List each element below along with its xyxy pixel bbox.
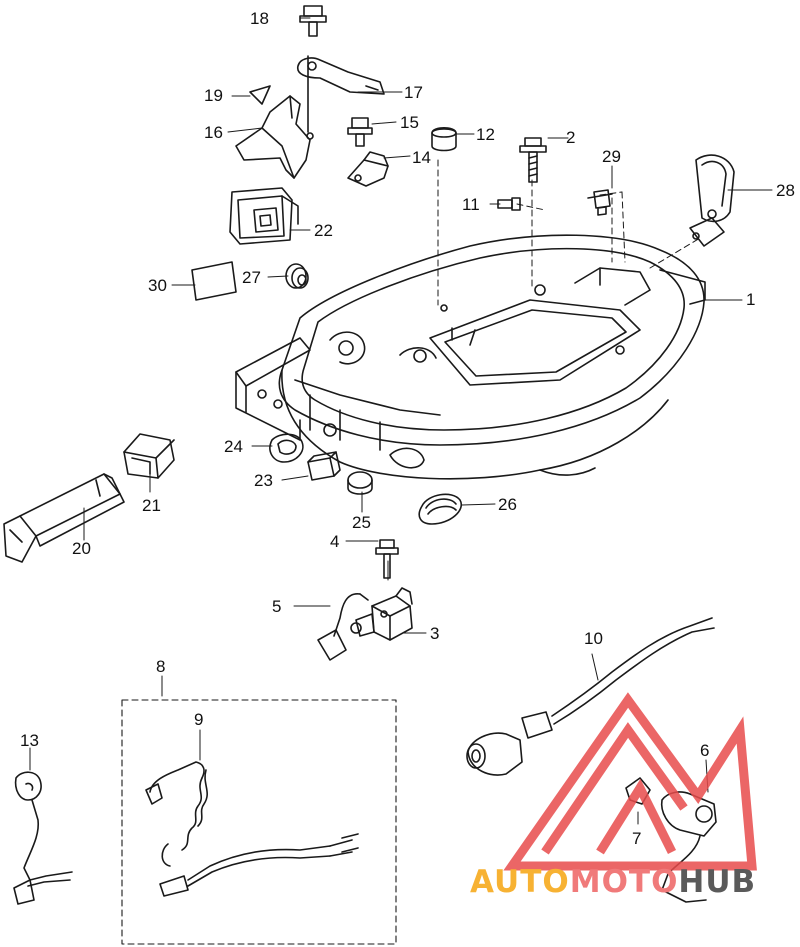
part-lead-13 — [13, 771, 73, 905]
callout-18: 18 — [250, 9, 269, 28]
callout-29: 29 — [602, 147, 621, 166]
part-grommet-27 — [285, 263, 309, 289]
callout-9: 9 — [194, 710, 204, 729]
callout-21: 21 — [142, 496, 161, 515]
kit-box-8 — [121, 699, 397, 945]
part-plate-17 — [296, 57, 385, 95]
callout-16: 16 — [204, 123, 223, 142]
part-bolt-2 — [519, 137, 547, 183]
part-grommet-12 — [431, 126, 457, 152]
part-clip-19 — [249, 85, 271, 105]
callout-22: 22 — [314, 221, 333, 240]
callout-19: 19 — [204, 86, 223, 105]
part-bolt-29 — [587, 189, 613, 216]
part-grommet-24 — [269, 433, 304, 463]
part-switch-10 — [466, 617, 715, 776]
callout-6: 6 — [700, 741, 710, 760]
callout-28: 28 — [776, 181, 795, 200]
part-clamp-14 — [347, 151, 389, 187]
callout-26: 26 — [498, 495, 517, 514]
callout-14: 14 — [412, 148, 431, 167]
callout-25: 25 — [352, 513, 371, 532]
callout-10: 10 — [584, 629, 603, 648]
callout-1: 1 — [746, 290, 756, 309]
part-plug-23 — [307, 451, 341, 481]
callout-3: 3 — [430, 624, 440, 643]
part-bolt-11 — [497, 197, 521, 211]
watermark-part-auto: AUTO — [470, 864, 570, 900]
part-bolt-18 — [299, 5, 327, 37]
part-bolt-4 — [375, 539, 399, 579]
callout-12: 12 — [476, 125, 495, 144]
callout-2: 2 — [566, 128, 576, 147]
callout-11: 11 — [462, 195, 480, 214]
part-cap-21 — [123, 433, 175, 479]
part-grip-20 — [3, 473, 125, 563]
callout-15: 15 — [400, 113, 419, 132]
callout-20: 20 — [72, 539, 91, 558]
watermark-logo — [503, 692, 757, 871]
callout-4: 4 — [330, 532, 340, 551]
part-switch-3 — [350, 587, 413, 641]
part-cap-25 — [347, 471, 373, 495]
callout-23: 23 — [254, 471, 273, 490]
callout-5: 5 — [272, 597, 282, 616]
callout-8: 8 — [156, 657, 166, 676]
bottom-cowling — [235, 234, 706, 480]
part-bolt-15 — [347, 117, 373, 147]
part-kit-harness — [159, 833, 359, 897]
watermark-part-moto: MOTO — [569, 864, 679, 900]
part-bracket-16 — [235, 55, 314, 179]
callout-30: 30 — [148, 276, 167, 295]
part-label-30 — [191, 261, 237, 301]
part-seal-26 — [418, 493, 463, 525]
callout-17: 17 — [404, 83, 423, 102]
part-switch-panel-22 — [229, 187, 299, 245]
callout-13: 13 — [20, 731, 39, 750]
callout-24: 24 — [224, 437, 243, 456]
part-wire-5 — [317, 593, 369, 661]
watermark-part-hub: HUB — [678, 864, 757, 900]
callout-27: 27 — [242, 268, 261, 287]
callout-7: 7 — [632, 829, 642, 848]
part-latch-28 — [689, 154, 735, 247]
part-lanyard-9 — [145, 761, 208, 867]
watermark-text: AUTOMOTOHUB — [470, 864, 756, 900]
